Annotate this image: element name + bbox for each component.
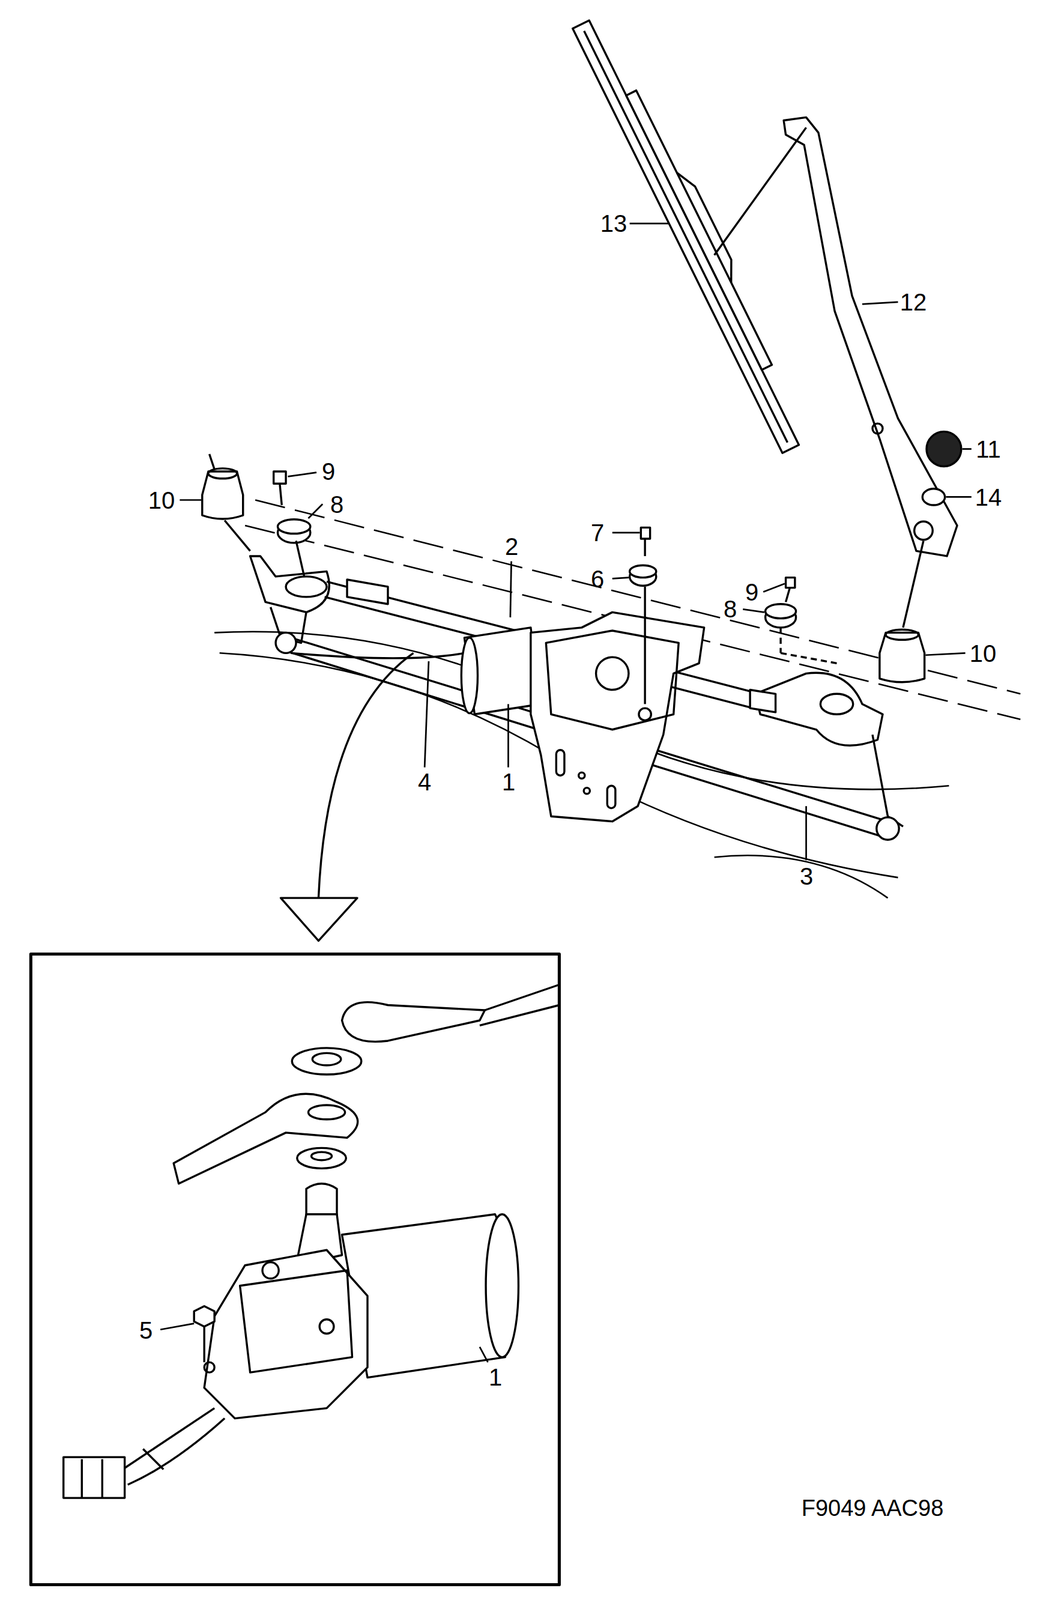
callout-number: 1: [501, 769, 516, 794]
callout-number: 10: [148, 488, 176, 513]
callout-number: 4: [417, 769, 432, 794]
callout-number: 1: [488, 1364, 502, 1389]
callout-number: 8: [330, 492, 344, 517]
callout-number: 14: [975, 485, 1003, 510]
callout-number: 12: [900, 290, 928, 315]
callout-number: 9: [745, 580, 759, 605]
callout-number: 10: [969, 641, 997, 666]
callout-number: 8: [723, 596, 737, 621]
callout-number: 13: [600, 211, 628, 236]
callout-number: 11: [975, 437, 1001, 462]
callout-number: 5: [139, 1318, 153, 1343]
callout-number: 7: [590, 520, 605, 545]
figure-code: F9049 AAC98: [801, 1496, 944, 1520]
callout-number: 3: [799, 864, 814, 889]
callout-number: 9: [321, 459, 336, 484]
callout-number: 6: [590, 566, 605, 591]
callout-number: 2: [504, 534, 519, 559]
